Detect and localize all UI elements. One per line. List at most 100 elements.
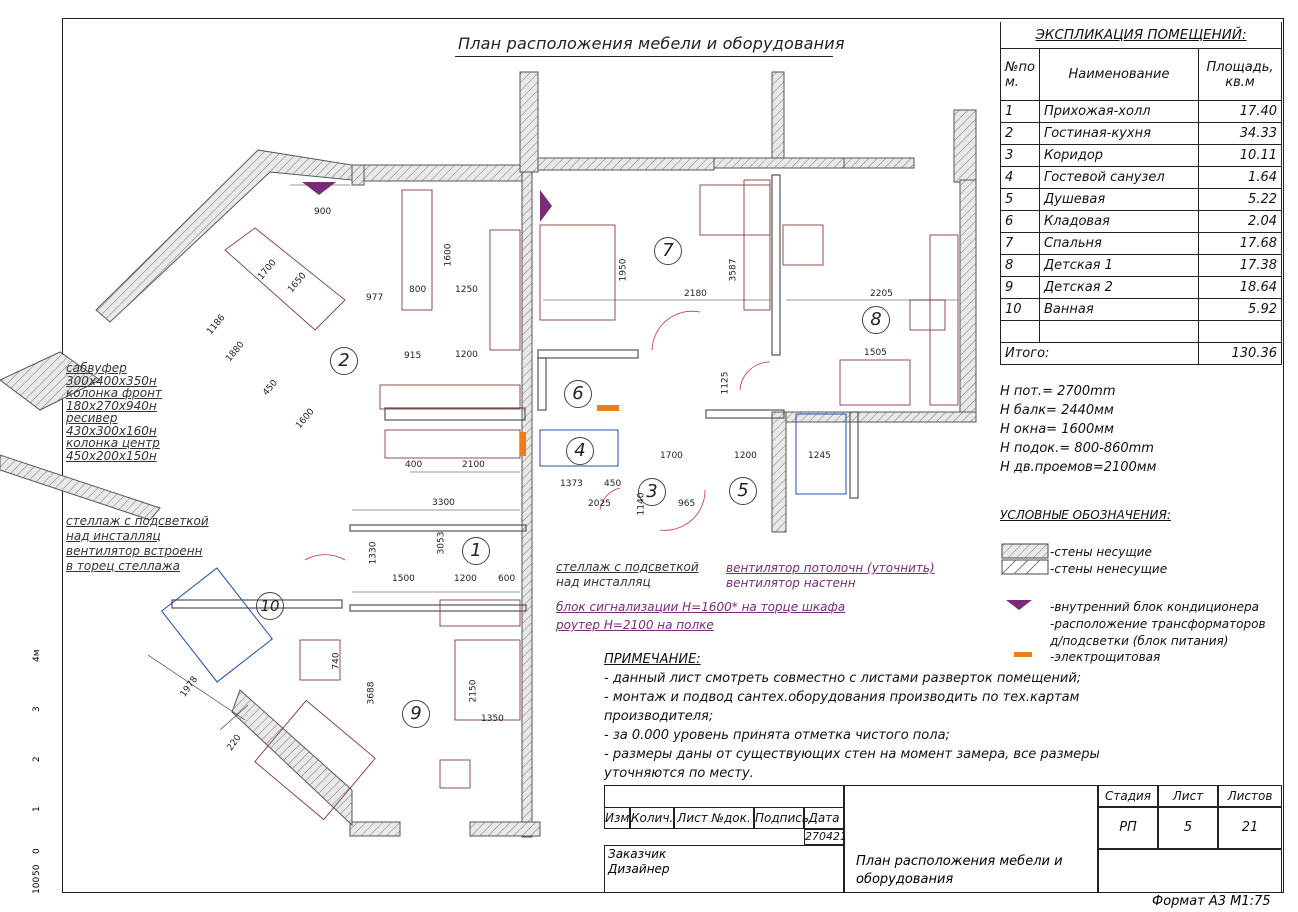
label-router: роутер H=2100 на полке <box>556 618 714 632</box>
room-number-5: 5 <box>729 477 757 505</box>
electric-panel-2 <box>520 432 526 456</box>
dim: 450 <box>604 479 622 489</box>
room-number-8: 8 <box>862 306 890 334</box>
stamp-h-change: Изм. <box>604 807 633 829</box>
format-label: Формат А3 М1:75 <box>1152 894 1271 909</box>
dim: 915 <box>404 351 422 361</box>
label-subwoofer-size: 300х400х350н <box>66 373 157 388</box>
explication-cell-area: 17.38 <box>1198 254 1282 277</box>
explication-title: ЭКСПЛИКАЦИЯ ПОМЕЩЕНИЙ: <box>1000 22 1282 49</box>
room-number-10: 10 <box>256 592 284 620</box>
label-front: колонка фронт <box>66 386 162 400</box>
explication-cell-name: Коридор <box>1038 144 1200 167</box>
ruler-50: 50 <box>32 864 42 876</box>
stamp-stage: РП <box>1098 807 1158 849</box>
room-number-7: 7 <box>654 237 682 265</box>
stamp-stage-h: Стадия <box>1098 785 1158 807</box>
explication-cell-no: 9 <box>1000 276 1040 299</box>
dim: 3053 <box>436 531 447 555</box>
dim: 1505 <box>864 348 887 358</box>
ruler-100: 100 <box>32 876 42 894</box>
dim: 2205 <box>870 289 893 299</box>
explication-cell-no: 2 <box>1000 122 1040 145</box>
dim: 1200 <box>455 350 478 360</box>
legend-title: УСЛОВНЫЕ ОБОЗНАЧЕНИЯ: <box>1000 508 1171 522</box>
legend-ac: -внутренний блок кондиционера <box>1050 600 1259 614</box>
electric-panel <box>597 405 619 411</box>
height-doors: H дв.проемов=2100мм <box>1000 460 1157 475</box>
dim: 1500 <box>392 574 415 584</box>
explication-cell-name: Гостиная-кухня <box>1038 122 1200 145</box>
legend-symbols <box>1001 543 1049 657</box>
dim: 977 <box>366 293 384 303</box>
dim: 1330 <box>368 541 379 565</box>
room-number-6: 6 <box>564 380 592 408</box>
dim: 965 <box>678 499 696 509</box>
label-mid-shelf-2: над инсталляц <box>556 575 651 589</box>
height-balcony: H балк= 2440мм <box>1000 403 1114 418</box>
label-subwoofer: сабвуфер <box>66 361 127 375</box>
dim: 900 <box>314 207 332 217</box>
plan-title: План расположения мебели и оборудования <box>458 34 845 53</box>
explication-cell-no: 10 <box>1000 298 1040 321</box>
explication-cell-name: Кладовая <box>1038 210 1200 233</box>
dim: 1250 <box>455 285 478 295</box>
dim: 2150 <box>468 679 479 703</box>
title-underline <box>455 56 833 57</box>
dining-table <box>401 189 433 311</box>
explication-cell-name: Детская 1 <box>1038 254 1200 277</box>
bed-bedroom <box>539 224 616 321</box>
ruler-1: 1 <box>32 806 42 812</box>
dim: 2025 <box>588 499 611 509</box>
load-bearing-walls <box>0 71 977 838</box>
dim: 1200 <box>454 574 477 584</box>
stamp-sheet-title: План расположения мебели и оборудования <box>856 854 1063 887</box>
explication-cell-name: Душевая <box>1038 188 1200 211</box>
dim: 800 <box>409 285 427 295</box>
explication-cell-area: 17.40 <box>1198 100 1282 123</box>
label-fan-2: в торец стеллажа <box>66 559 181 573</box>
explication-cell-name: Прихожая-холл <box>1038 100 1200 123</box>
shelf-labels: стеллаж с подсветкой над инсталляц венти… <box>66 514 209 574</box>
label-fan: вентилятор встроенн <box>66 544 203 558</box>
dim: 1125 <box>720 371 731 395</box>
ac-units <box>302 182 552 222</box>
dim: 1140 <box>636 492 647 516</box>
title-block: Изм. Колич. Лист №док. Подпись Дата 2704… <box>604 785 1284 893</box>
heights-block: H пот.= 2700mm H балк= 2440мм H окна= 16… <box>1000 382 1156 477</box>
sofa <box>224 227 346 331</box>
room-number-1: 1 <box>462 537 490 565</box>
legend-partition: -стены ненесущие <box>1050 562 1168 576</box>
dim: 2180 <box>684 289 707 299</box>
label-center: колонка центр <box>66 436 160 450</box>
label-receiver-size: 430х300х160н <box>66 423 157 438</box>
explication-cell-no: 5 <box>1000 188 1040 211</box>
dim: 1200 <box>734 451 757 461</box>
dim: 1600 <box>443 243 454 267</box>
ruler-2: 2 <box>32 756 42 762</box>
notes-title: ПРИМЕЧАНИЕ: <box>604 652 701 667</box>
sanitary-fixtures <box>161 413 847 683</box>
legend-ac-swatch <box>1006 600 1032 610</box>
col-no: №по м. <box>1000 48 1040 101</box>
total-label: Итого: <box>1000 342 1199 365</box>
height-ceiling: H пот.= 2700mm <box>1000 384 1116 399</box>
label-receiver: ресивер <box>66 411 118 425</box>
dimension-lines <box>147 184 958 731</box>
legend-transformers: -расположение трансформаторов д/подсветк… <box>1050 617 1266 648</box>
explication-cell-name: Ванная <box>1038 298 1200 321</box>
col-area: Площадь, кв.м <box>1198 48 1282 101</box>
explication-cell-area: 5.92 <box>1198 298 1282 321</box>
label-ceiling-fan: вентилятор потолочн (уточнить) <box>726 561 935 575</box>
stamp-h-doc: Лист №док. <box>674 807 754 829</box>
label-wall-fan: вентилятор настенн <box>726 576 856 590</box>
explication-cell-name: Спальня <box>1038 232 1200 255</box>
stamp-h-sign: Подпись <box>754 807 809 829</box>
note-line: - размеры даны от существующих стен на м… <box>604 747 1100 781</box>
room-number-9: 9 <box>402 700 430 728</box>
ruler-0: 0 <box>32 848 42 854</box>
